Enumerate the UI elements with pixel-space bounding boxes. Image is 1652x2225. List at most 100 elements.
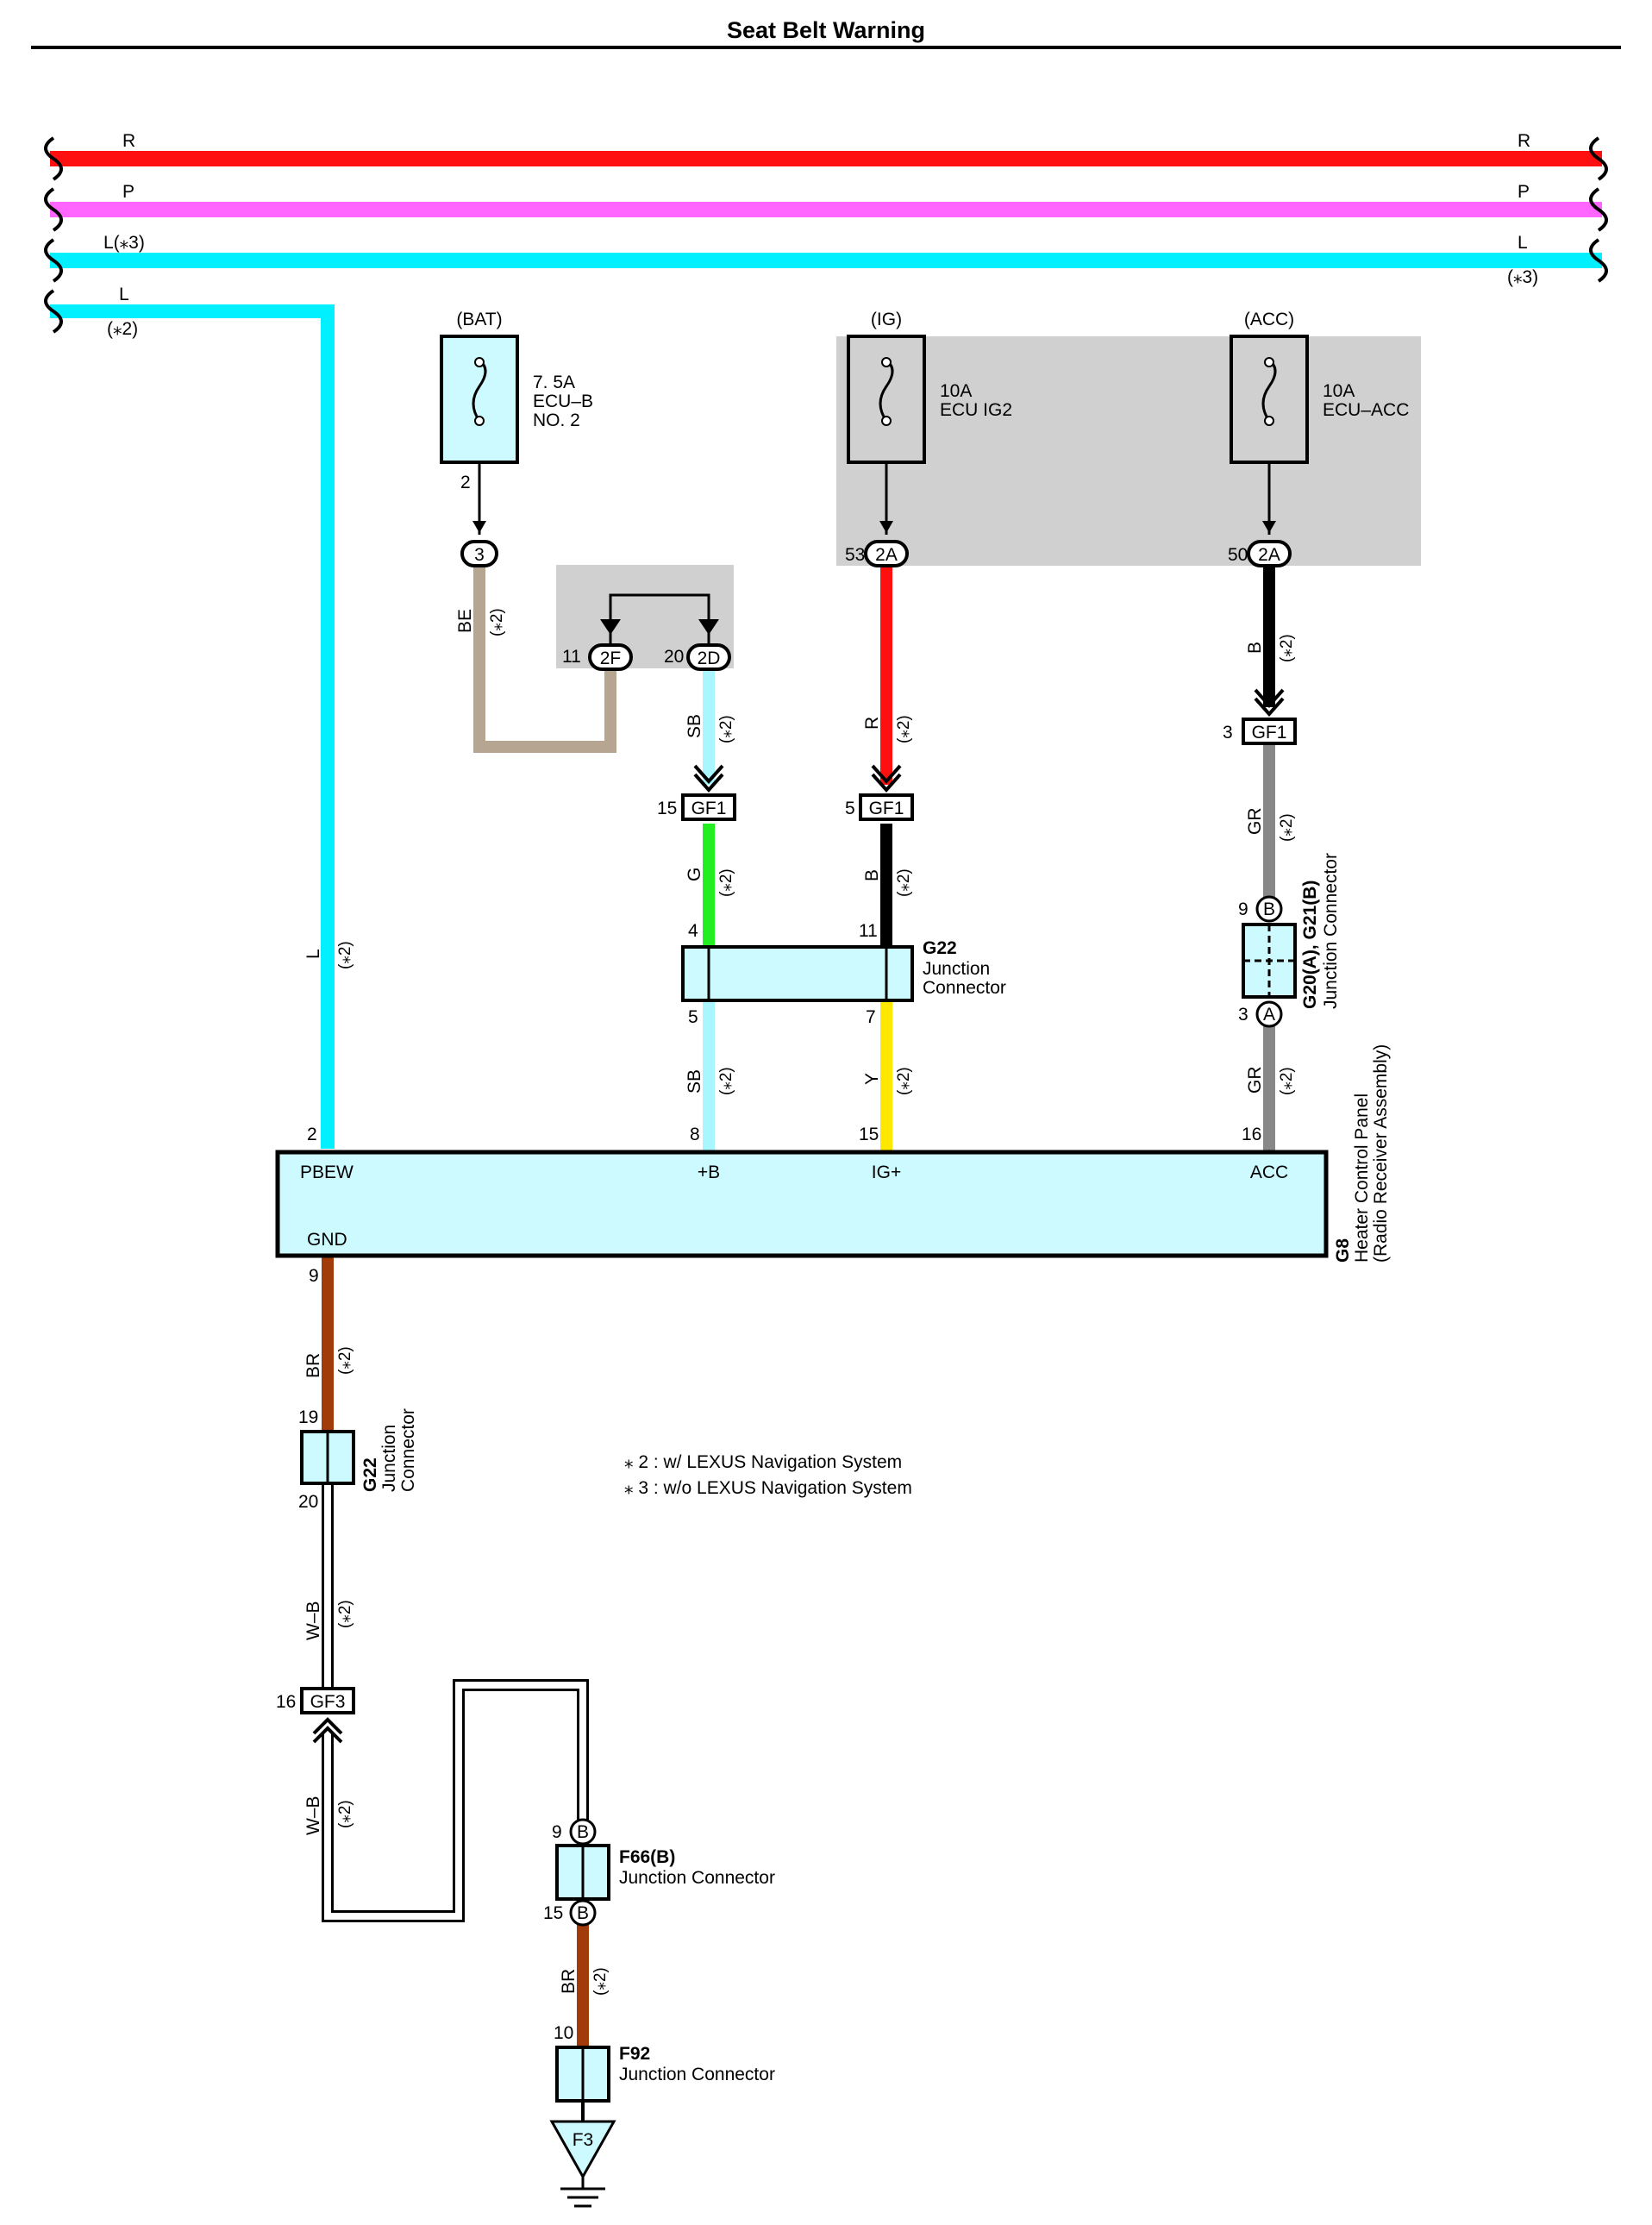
svg-text:(⁎2): (⁎2) [1278,1067,1296,1095]
wire-label-sb: SB [685,714,704,738]
svg-text:Junction: Junction [379,1425,399,1492]
bus-l: L(⁎3) L (⁎3) [44,233,1608,287]
pin-19: 19 [298,1407,318,1427]
connector-2a-acc: 50 2A [1228,540,1292,567]
notes: ⁎ 2 : w/ LEXUS Navigation System ⁎ 3 : w… [624,1452,912,1498]
junction-block-shade [836,336,1421,566]
ecu-ig: IG+ [872,1163,901,1182]
note-3: ⁎ 3 : w/o LEXUS Navigation System [624,1478,912,1498]
wire-wb [322,1483,589,1922]
svg-text:Connector: Connector [398,1408,418,1492]
svg-text:GF1: GF1 [691,799,727,818]
pin-4: 4 [688,921,698,941]
bus-l-right-label: L [1517,233,1528,253]
g22b-id: G22 [360,1457,380,1492]
fuse-acc-rating: 10A [1323,381,1355,401]
svg-text:(⁎2): (⁎2) [336,1346,354,1375]
bus-r: R R [44,131,1608,181]
svg-text:53: 53 [845,545,865,565]
ground-symbol: F3 [549,2120,616,2208]
svg-text:Junction Connector: Junction Connector [619,1868,775,1888]
svg-text:3: 3 [1238,1005,1248,1025]
bus-l-right-note: (⁎3) [1507,267,1538,287]
fuse-bat-name2: NO. 2 [533,411,580,430]
f92-junction-connector: 10 F92 Junction Connector [554,2023,775,2103]
pin-7: 7 [866,1007,876,1027]
junction-2f-2d: 11 2F 20 2D [562,593,731,671]
pin-20: 20 [298,1492,318,1512]
wire-label-wb: W–B [303,1601,323,1640]
svg-text:B: B [577,1903,589,1923]
ecu-g8: 2 8 15 16 PBEW +B IG+ ACC GND 9 G8 Heate… [275,1044,1391,1286]
page-title: Seat Belt Warning [727,17,925,43]
fuse-ig-source: (IG) [871,310,902,329]
svg-text:Connector: Connector [923,978,1006,998]
wire-labels: BE (⁎2) SB (⁎2) R (⁎2) B (⁎2) G (⁎2) B (… [303,608,1296,1996]
pin-20: 20 [664,647,684,667]
fuse-bat-rating: 7. 5A [533,373,575,392]
g22-lower-junction-connector: 19 20 G22 Junction Connector [298,1407,418,1512]
pin-16: 16 [276,1692,296,1712]
bus-r-left-label: R [122,131,135,151]
wire-label-br2: BR [559,1969,579,1994]
fuse-bat-pin: 2 [460,473,471,492]
wire-label-sb2: SB [685,1069,704,1094]
pin-9: 9 [552,1822,562,1842]
svg-text:50: 50 [1228,545,1248,565]
pin-11: 11 [859,921,878,941]
g20-g21-junction-connector: B 9 A 3 G20(A), G21(B) Junction Connecto… [1238,853,1341,1028]
svg-text:(⁎2): (⁎2) [488,608,506,636]
pin-8: 8 [690,1125,700,1144]
svg-text:(⁎2): (⁎2) [895,715,913,743]
wire-label-br: BR [303,1353,323,1378]
svg-text:(⁎2): (⁎2) [591,1967,610,1996]
fuse-ig-rating: 10A [940,381,972,401]
wire-label-gr: GR [1245,808,1265,836]
bus-p-right-label: P [1517,182,1530,202]
svg-text:A: A [1263,1005,1275,1025]
svg-text:(⁎2): (⁎2) [717,868,735,897]
fuse-ig-name: ECU IG2 [940,400,1012,420]
fuse-acc: (ACC) 10A ECU–ACC [1230,310,1409,535]
svg-text:(⁎2): (⁎2) [895,868,913,897]
connector-3: 3 [460,540,498,567]
svg-text:Heater Control Panel: Heater Control Panel [1352,1094,1372,1263]
connector-gf1-b: GF1 5 [845,764,914,821]
svg-text:(⁎2): (⁎2) [336,941,354,969]
g22-junction-connector: 4 11 5 7 G22 Junction Connector [681,921,1006,1027]
ground-f3: F3 [573,2130,594,2150]
bus-r-right-label: R [1517,131,1530,151]
bus-p-left-label: P [122,182,135,202]
pin-15: 15 [543,1903,563,1923]
f66-junction-connector: B 9 B 15 F66(B) Junction Connector [543,1818,775,1927]
connector-2a-ig: 53 2A [845,540,909,567]
fuse-bat-source: (BAT) [456,310,502,329]
fuse-ig: (IG) 10A ECU IG2 [847,310,1012,535]
pin-5: 5 [688,1007,698,1027]
connector-gf1-a: GF1 15 [657,764,736,821]
svg-text:(⁎2): (⁎2) [336,1600,354,1628]
pin-15: 15 [859,1125,879,1144]
wire-label-l: L [303,949,323,959]
pin-5: 5 [845,799,855,818]
svg-text:(⁎2): (⁎2) [1278,813,1296,842]
bus-l-branch-label: L [119,285,129,304]
wire-be [473,564,616,753]
wire-label-be: BE [455,609,475,633]
bus-l-left-label: L(⁎3) [103,233,145,253]
pin-2: 2 [307,1125,317,1144]
connector-2d: 2D [698,649,721,668]
wire-label-gr2: GR [1245,1067,1265,1094]
svg-text:B: B [1263,899,1275,919]
svg-text:(⁎2): (⁎2) [336,1800,354,1828]
ecu-b: +B [698,1163,720,1182]
connector-2f: 2F [600,649,622,668]
fuse-acc-source: (ACC) [1244,310,1294,329]
wire-label-g: G [685,868,704,881]
ecu-gnd: GND [307,1230,347,1250]
svg-text:B: B [577,1822,589,1842]
pin-16: 16 [1242,1125,1261,1144]
svg-text:Junction: Junction [923,959,990,979]
svg-text:(⁎2): (⁎2) [1278,634,1296,662]
